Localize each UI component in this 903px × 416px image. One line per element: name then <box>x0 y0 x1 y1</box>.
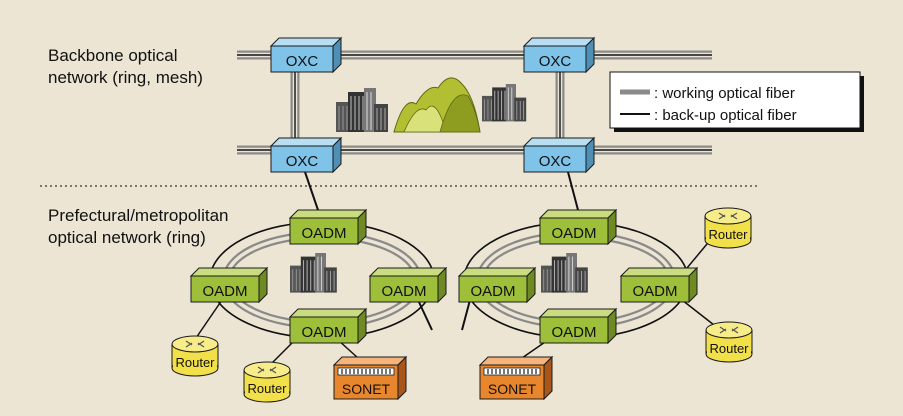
oxc-node: OXC <box>523 137 595 173</box>
router-node: Router <box>243 361 291 403</box>
router-label: Router <box>175 355 215 370</box>
mountains-icon <box>393 77 481 133</box>
oadm-label: OADM <box>633 283 678 300</box>
oadm-node: OADM <box>190 267 268 303</box>
office-building-icon <box>289 252 338 294</box>
oxc-label: OXC <box>539 153 572 170</box>
sonet-label: SONET <box>342 381 391 397</box>
router-label: Router <box>247 381 287 396</box>
oadm-label: OADM <box>552 324 597 341</box>
metro-heading-line-1: Prefectural/metropolitan <box>48 206 229 225</box>
oadm-label: OADM <box>471 283 516 300</box>
backbone-heading: Backbone optical network (ring, mesh) <box>48 45 203 89</box>
oxc-label: OXC <box>539 53 572 70</box>
oadm-label: OADM <box>552 225 597 242</box>
oxc-label: OXC <box>286 53 319 70</box>
oadm-label: OADM <box>302 225 347 242</box>
oxc-node: OXC <box>270 37 342 73</box>
oadm-node: OADM <box>539 308 617 344</box>
oadm-node: OADM <box>289 209 367 245</box>
router-node: Router <box>705 321 753 363</box>
office-building-icon <box>335 87 389 133</box>
router-label: Router <box>708 227 748 242</box>
oadm-node: OADM <box>620 267 698 303</box>
access-links <box>195 237 715 366</box>
oadm-label: OADM <box>382 283 427 300</box>
oadm-node: OADM <box>369 267 447 303</box>
office-building-icon <box>481 83 527 122</box>
sonet-label: SONET <box>488 381 537 397</box>
oadm-label: OADM <box>302 324 347 341</box>
router-node: Router <box>171 335 219 377</box>
oadm-node: OADM <box>289 308 367 344</box>
router-label: Router <box>709 341 749 356</box>
oadm-label: OADM <box>203 283 248 300</box>
backbone-heading-line-2: network (ring, mesh) <box>48 68 203 87</box>
metro-heading-line-2: optical network (ring) <box>48 228 206 247</box>
oxc-label: OXC <box>286 153 319 170</box>
sonet-node: SONET <box>479 356 553 400</box>
uplink-fibers <box>304 171 579 211</box>
router-node: Router <box>704 207 752 249</box>
legend-backup-label: : back-up optical fiber <box>654 107 797 124</box>
oxc-node: OXC <box>270 137 342 173</box>
sonet-node: SONET <box>333 356 407 400</box>
legend-working-label: : working optical fiber <box>654 85 795 102</box>
office-building-icon <box>540 252 589 294</box>
oadm-node: OADM <box>458 267 536 303</box>
metro-heading: Prefectural/metropolitan optical network… <box>48 205 228 249</box>
oadm-node: OADM <box>539 209 617 245</box>
oxc-node: OXC <box>523 37 595 73</box>
legend: : working optical fiber : back-up optica… <box>609 71 864 132</box>
backbone-heading-line-1: Backbone optical <box>48 46 178 65</box>
